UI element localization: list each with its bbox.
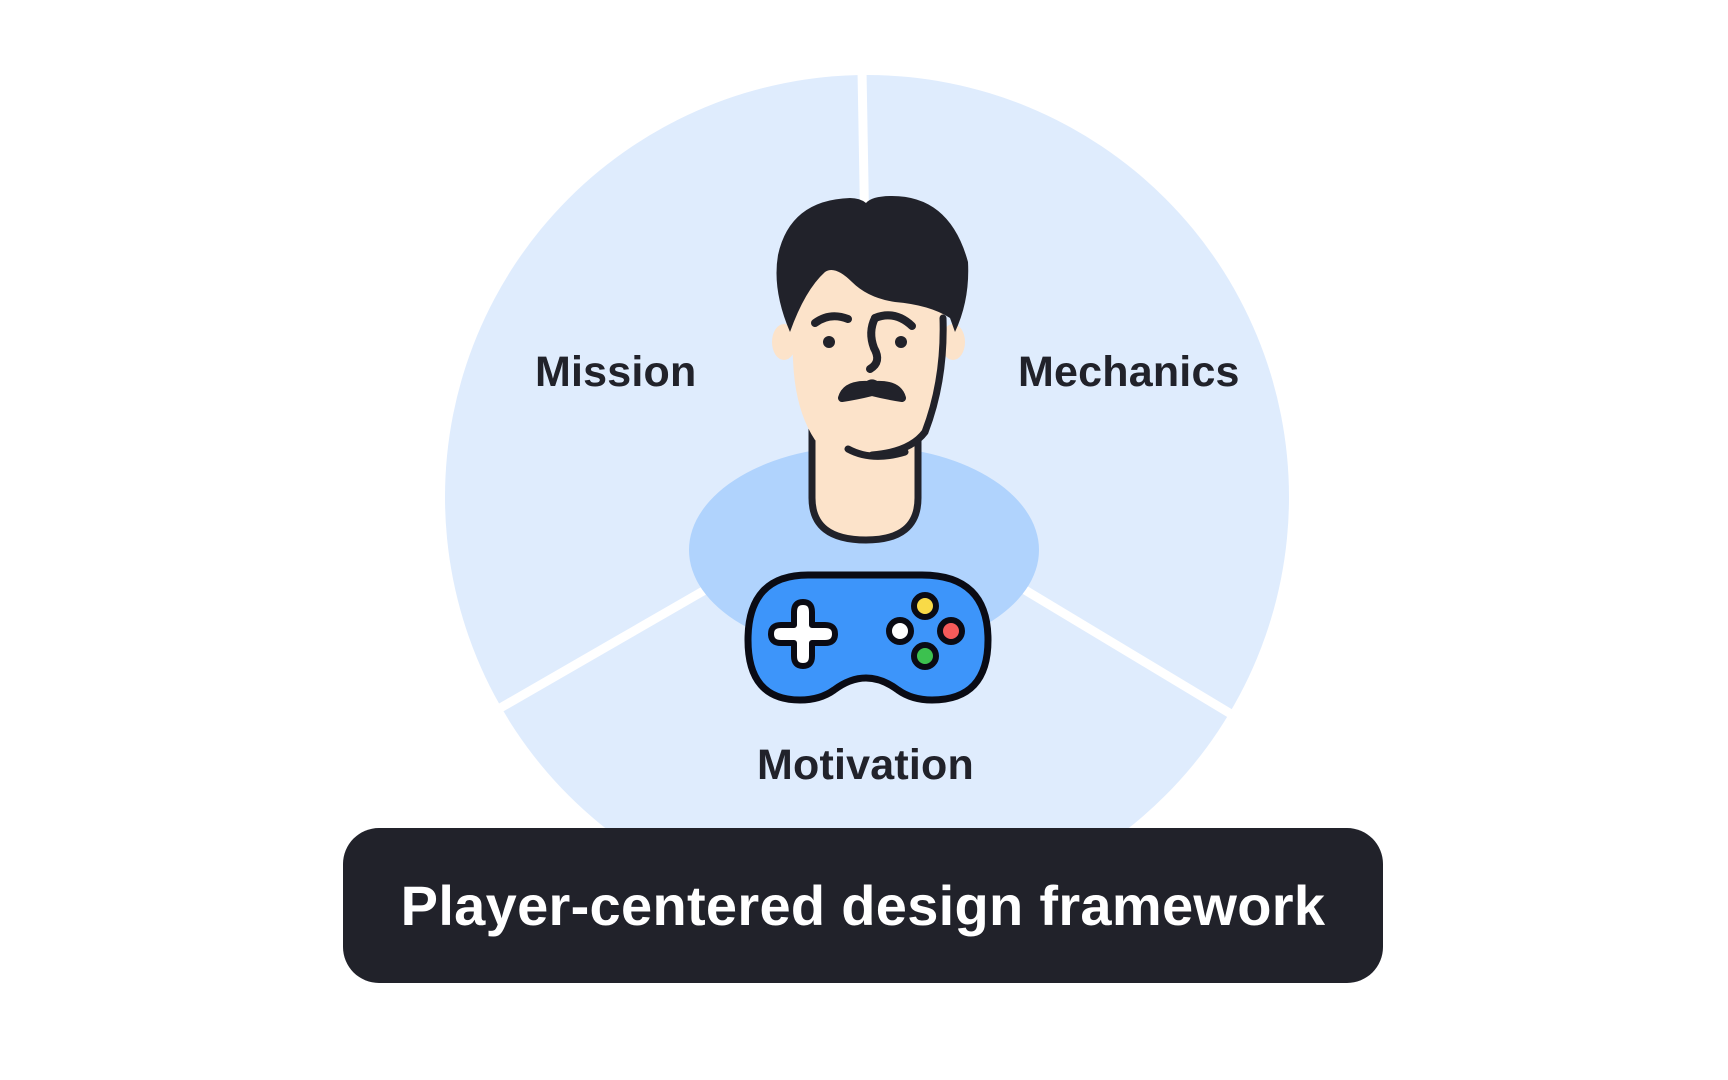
button-yellow-icon <box>911 592 939 620</box>
divider-left <box>492 586 708 715</box>
divider-right <box>1022 586 1239 721</box>
diagram-title: Player-centered design framework <box>400 873 1326 937</box>
button-white-icon <box>886 617 914 645</box>
title-banner: Player-centered design framework <box>343 828 1383 983</box>
button-green-icon <box>911 642 939 670</box>
segment-label-mechanics: Mechanics <box>1018 348 1240 396</box>
segment-label-motivation: Motivation <box>757 741 974 789</box>
dpad-icon <box>768 599 838 669</box>
player-avatar-icon <box>772 196 969 544</box>
game-controller-icon <box>744 571 992 704</box>
segment-label-mission: Mission <box>535 348 697 396</box>
button-red-icon <box>937 617 965 645</box>
